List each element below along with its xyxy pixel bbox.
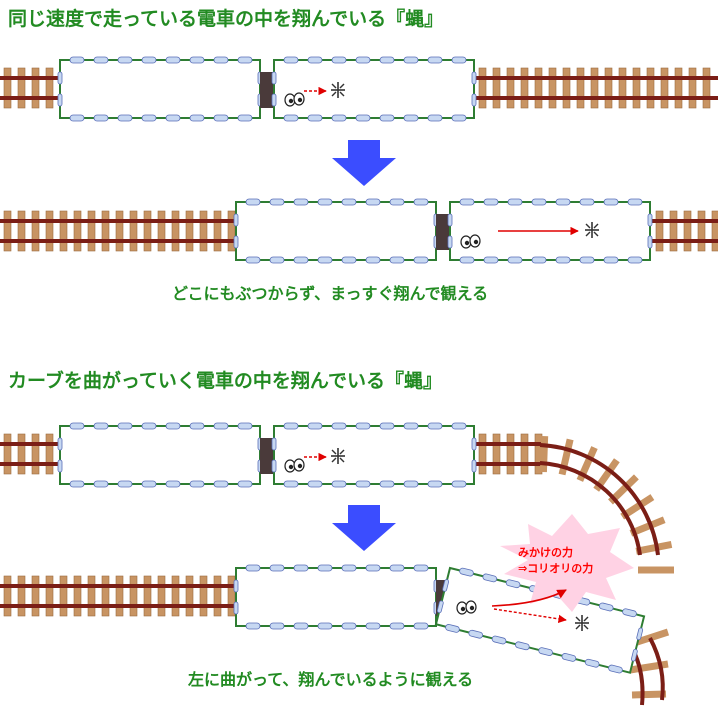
- fly-icon: [575, 615, 589, 631]
- down-arrow-icon: [332, 140, 396, 186]
- track-s1-row2-right: [652, 210, 718, 252]
- eyes-icon: [460, 234, 481, 249]
- eyes-icon: [284, 92, 305, 107]
- track-s1-row1-left: [0, 67, 62, 109]
- burst-label-2: ⇒コリオリの力: [518, 561, 593, 575]
- car-coupler: [260, 438, 274, 474]
- train-car-s1-r1-b: [271, 56, 477, 122]
- down-arrow-icon: [332, 505, 396, 551]
- track-s1-row1-right: [475, 67, 718, 109]
- burst-label-1: みかけの力: [518, 545, 573, 559]
- fly-path-arrow: [493, 608, 567, 624]
- coriolis-curve-arrow: [491, 589, 567, 607]
- track-s2-row1-right: [475, 433, 545, 475]
- track-s2-row1-left: [0, 433, 62, 475]
- eyes-icon: [456, 600, 477, 615]
- car-coupler: [436, 214, 450, 250]
- train-car-s2-r2-b: [434, 566, 646, 674]
- eyes-icon: [284, 458, 305, 473]
- track-s1-row2-left: [0, 210, 238, 252]
- car-coupler: [260, 72, 274, 108]
- section1-heading: 同じ速度で走っている電車の中を翔んでいる『蝿』: [8, 8, 444, 30]
- fly-icon: [585, 222, 599, 238]
- train-car-s2-r1-a: [57, 422, 263, 488]
- train-car-s2-r1-b: [271, 422, 477, 488]
- section2-heading: カーブを曲がっていく電車の中を翔んでいる『蝿』: [8, 370, 442, 392]
- train-car-s2-r2-b-rotated: [434, 566, 646, 674]
- burst-icon: [500, 514, 634, 612]
- train-car-s1-r1-a: [57, 56, 263, 122]
- train-car-s2-r2-a: [233, 564, 439, 630]
- fly-icon: [331, 82, 345, 98]
- track-s2-row2-left: [0, 575, 238, 617]
- section2-caption: 左に曲がって、翔んでいるように観える: [188, 670, 474, 689]
- fly-icon: [331, 448, 345, 464]
- section1-caption: どこにもぶつからず、まっすぐ翔んで観える: [172, 284, 489, 303]
- curved-track: [539, 435, 674, 706]
- train-car-s1-r2-a: [233, 198, 439, 264]
